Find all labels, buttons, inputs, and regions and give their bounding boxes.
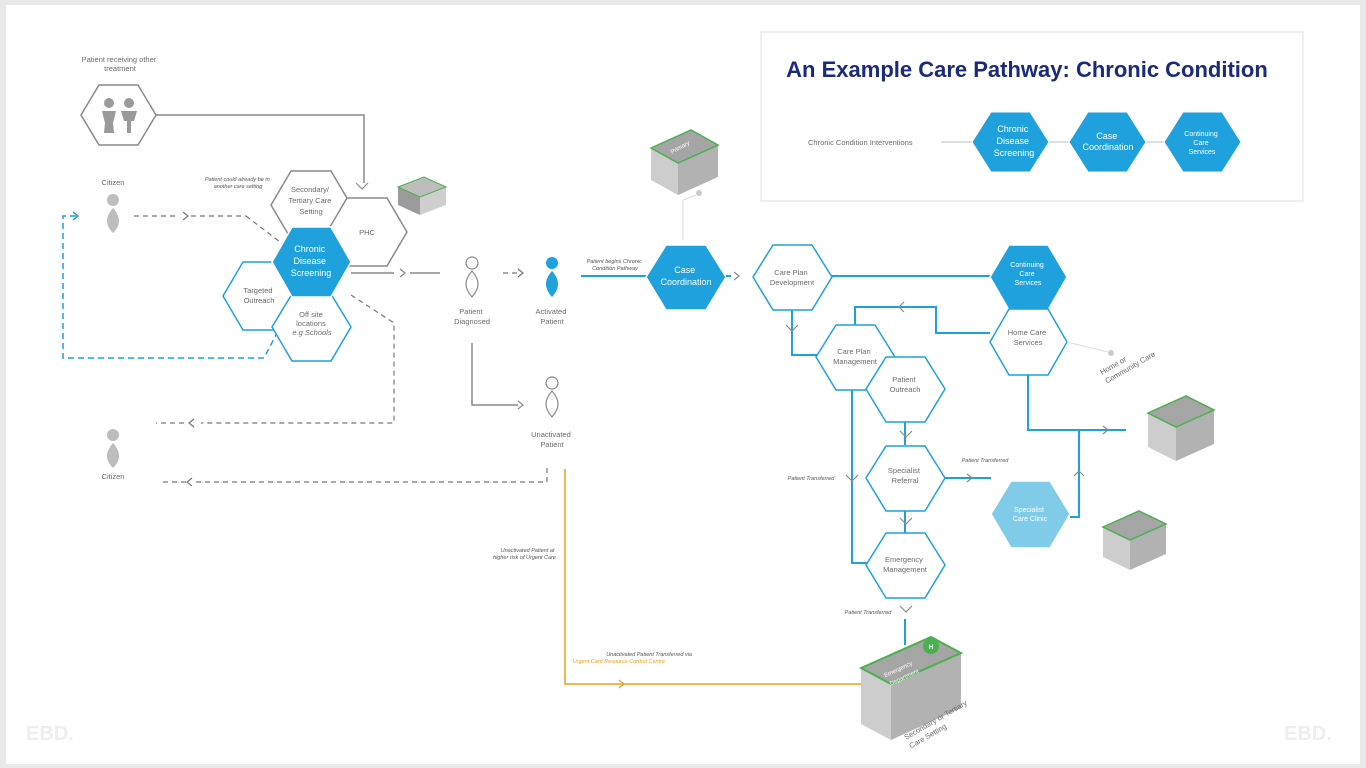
primary-health-centre-building-top: Primary	[649, 129, 720, 195]
legend-hex-screening	[971, 111, 1050, 173]
care-plan-management-label: Care Plan Management	[833, 347, 878, 366]
people-icon	[102, 98, 137, 133]
case-coordination-label: Case Coordination	[660, 265, 711, 287]
patient-outreach-label: Patient Outreach	[890, 375, 921, 394]
emergency-management-label: Emergency Management	[883, 555, 928, 574]
patient-outreach-hex	[865, 356, 946, 423]
patient-other-treatment-label: Patient receiving other treatment	[82, 55, 159, 73]
legend-hex-continuing	[1163, 111, 1242, 173]
legend-item-3: Continuing Care Services	[1184, 131, 1219, 156]
home-care-label: Home Care Services	[1008, 328, 1048, 347]
patient-transferred-3: Patient Transferred	[845, 610, 893, 616]
watermark-right: EBD.	[1284, 723, 1332, 745]
continuing-care-label: Continuing Care Services	[1010, 262, 1045, 287]
unactivated-patient-icon	[545, 376, 559, 418]
urgent-care-centre-note: Urgent Care Resource Control Centre	[573, 659, 665, 665]
other-treatment-hex	[80, 84, 157, 146]
helipad-label: H	[929, 645, 933, 651]
offsite-label: Off site locations e.g Schools	[292, 310, 331, 337]
case-coordination-hex	[645, 244, 727, 311]
phc-small-building	[396, 176, 448, 215]
chronic-screening-label: Chronic Disease Screening	[291, 244, 332, 278]
chronic-screening-hex	[271, 226, 352, 298]
citizen-top-icon	[107, 194, 119, 233]
begins-pathway-note: Patient begins Chronic Condition Pathway	[587, 259, 644, 272]
legend-item-2: Case Coordination	[1082, 131, 1133, 152]
unactivated-patient-label: Unactivated Patient	[531, 430, 573, 449]
legend-label: Chronic Condition Interventions	[808, 138, 913, 147]
diagram-canvas: An Example Care Pathway: Chronic Conditi…	[6, 5, 1360, 764]
care-plan-development-label: Care Plan Development	[770, 268, 815, 287]
legend-item-1-l2: Disease	[996, 136, 1029, 146]
citizen-top-label: Citizen	[102, 178, 125, 187]
specialist-clinic-label: Specialist Care Clinic	[1013, 507, 1048, 523]
legend-item-1: Chronic Disease Screening	[994, 124, 1035, 158]
patient-transferred-2: Patient Transferred	[962, 458, 1010, 464]
citizen-bottom-label: Citizen	[102, 472, 125, 481]
phc-label: PHC	[359, 228, 375, 237]
activated-patient-icon	[546, 257, 558, 297]
legend-item-1-l3: Screening	[994, 148, 1035, 158]
care-pathway-diagram: An Example Care Pathway: Chronic Conditi…	[26, 31, 1332, 750]
primary-health-centre-building-right	[1146, 395, 1216, 461]
activated-patient-label: Activated Patient	[536, 307, 569, 326]
specialist-clinic-building	[1101, 510, 1168, 570]
patient-transferred-1: Patient Transferred	[788, 476, 836, 482]
watermark-left: EBD.	[26, 723, 74, 745]
emergency-department-building: H Emergency Department	[858, 635, 964, 740]
legend-hex-coordination	[1068, 111, 1147, 173]
targeted-outreach-label: Targeted Outreach	[243, 286, 274, 305]
care-plan-development-hex	[752, 244, 833, 311]
specialist-referral-hex	[865, 445, 946, 512]
unactivated-risk-note: Unactivated Patient at higher risk of Ur…	[493, 548, 556, 561]
patient-diagnosed-icon	[465, 256, 479, 298]
unactivated-transfer-note: Unactivated Patient Transferred via	[606, 652, 692, 658]
specialist-clinic-hex	[990, 480, 1071, 549]
home-care-hex	[989, 308, 1068, 376]
emergency-management-hex	[865, 532, 946, 599]
specialist-referral-label: Specialist Referral	[888, 466, 922, 485]
already-note: Patient could already be in another care…	[205, 177, 271, 190]
legend-item-1-l1: Chronic	[997, 124, 1029, 134]
patient-diagnosed-label: Patient Diagnosed	[454, 307, 490, 326]
home-community-label: Home or Community Care	[1099, 341, 1157, 386]
page-title: An Example Care Pathway: Chronic Conditi…	[786, 57, 1268, 82]
citizen-bottom-icon	[107, 429, 119, 468]
secondary-tertiary-label: Secondary/ Tertiary Care Setting	[288, 185, 333, 216]
